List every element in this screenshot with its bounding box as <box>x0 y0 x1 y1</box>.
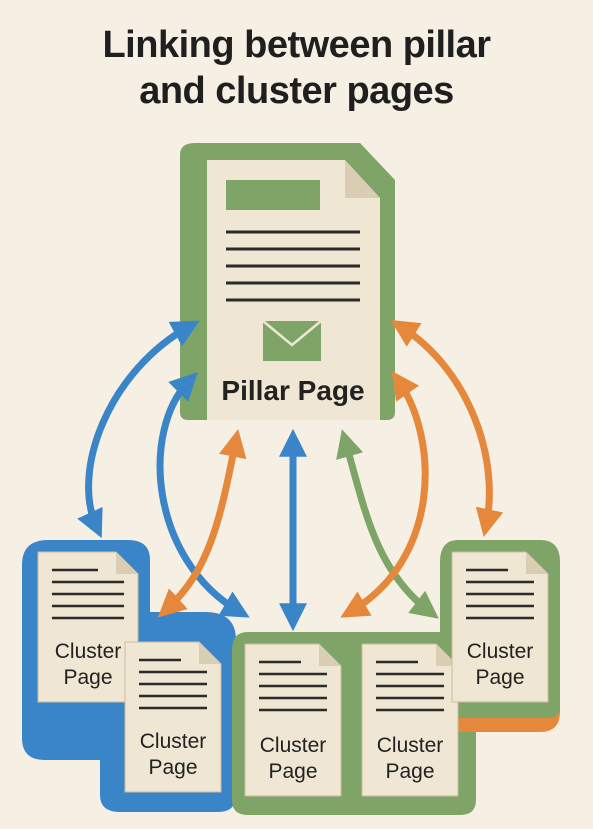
cluster-page-sheet <box>451 551 549 703</box>
arrow-blue-outer-left <box>77 320 200 539</box>
title-line-2: and cluster pages <box>139 70 454 112</box>
cluster-page-sheet <box>244 643 342 797</box>
cluster-page-fold <box>319 644 341 666</box>
cluster-page-label-line-1: Cluster <box>55 640 122 663</box>
cluster-page-sheet <box>361 643 459 797</box>
cluster-page-label-line-2: Page <box>148 756 197 779</box>
envelope-icon <box>262 320 322 361</box>
pillar-page-fold <box>345 160 380 198</box>
pillar-page: Pillar Page <box>180 143 395 420</box>
cluster-page-label-line-2: Page <box>63 666 112 689</box>
pillar-header-block <box>226 180 320 210</box>
cluster-page-sheet <box>37 551 139 703</box>
pillar-text-lines <box>226 230 360 302</box>
arrow-orange-outer-right <box>390 320 504 537</box>
pillar-page-label: Pillar Page <box>221 375 364 406</box>
cluster-group-right-accent <box>446 706 560 732</box>
cluster-pages: ClusterPageClusterPageClusterPageCluster… <box>37 551 549 797</box>
arrow-orange-left <box>157 429 247 618</box>
title-line-1: Linking between pillar <box>102 24 491 66</box>
diagram-title: Linking between pillar and cluster pages <box>0 22 593 114</box>
cluster-page-label-line-1: Cluster <box>377 734 444 757</box>
cluster-page-sheet <box>124 641 222 793</box>
cluster-page-fold <box>116 552 138 574</box>
cluster-page-fold <box>526 552 548 574</box>
link-arrows <box>77 320 504 632</box>
cluster-page-label-line-1: Cluster <box>140 730 207 753</box>
pillar-page-sheet <box>207 160 380 420</box>
cluster-page-label-line-2: Page <box>268 760 317 783</box>
cluster-page-label-line-1: Cluster <box>260 734 327 757</box>
cluster-page-label-line-1: Cluster <box>467 640 534 663</box>
cluster-page-label-line-2: Page <box>385 760 434 783</box>
cluster-page-label-line-2: Page <box>475 666 524 689</box>
cluster-page-fold <box>199 642 221 664</box>
